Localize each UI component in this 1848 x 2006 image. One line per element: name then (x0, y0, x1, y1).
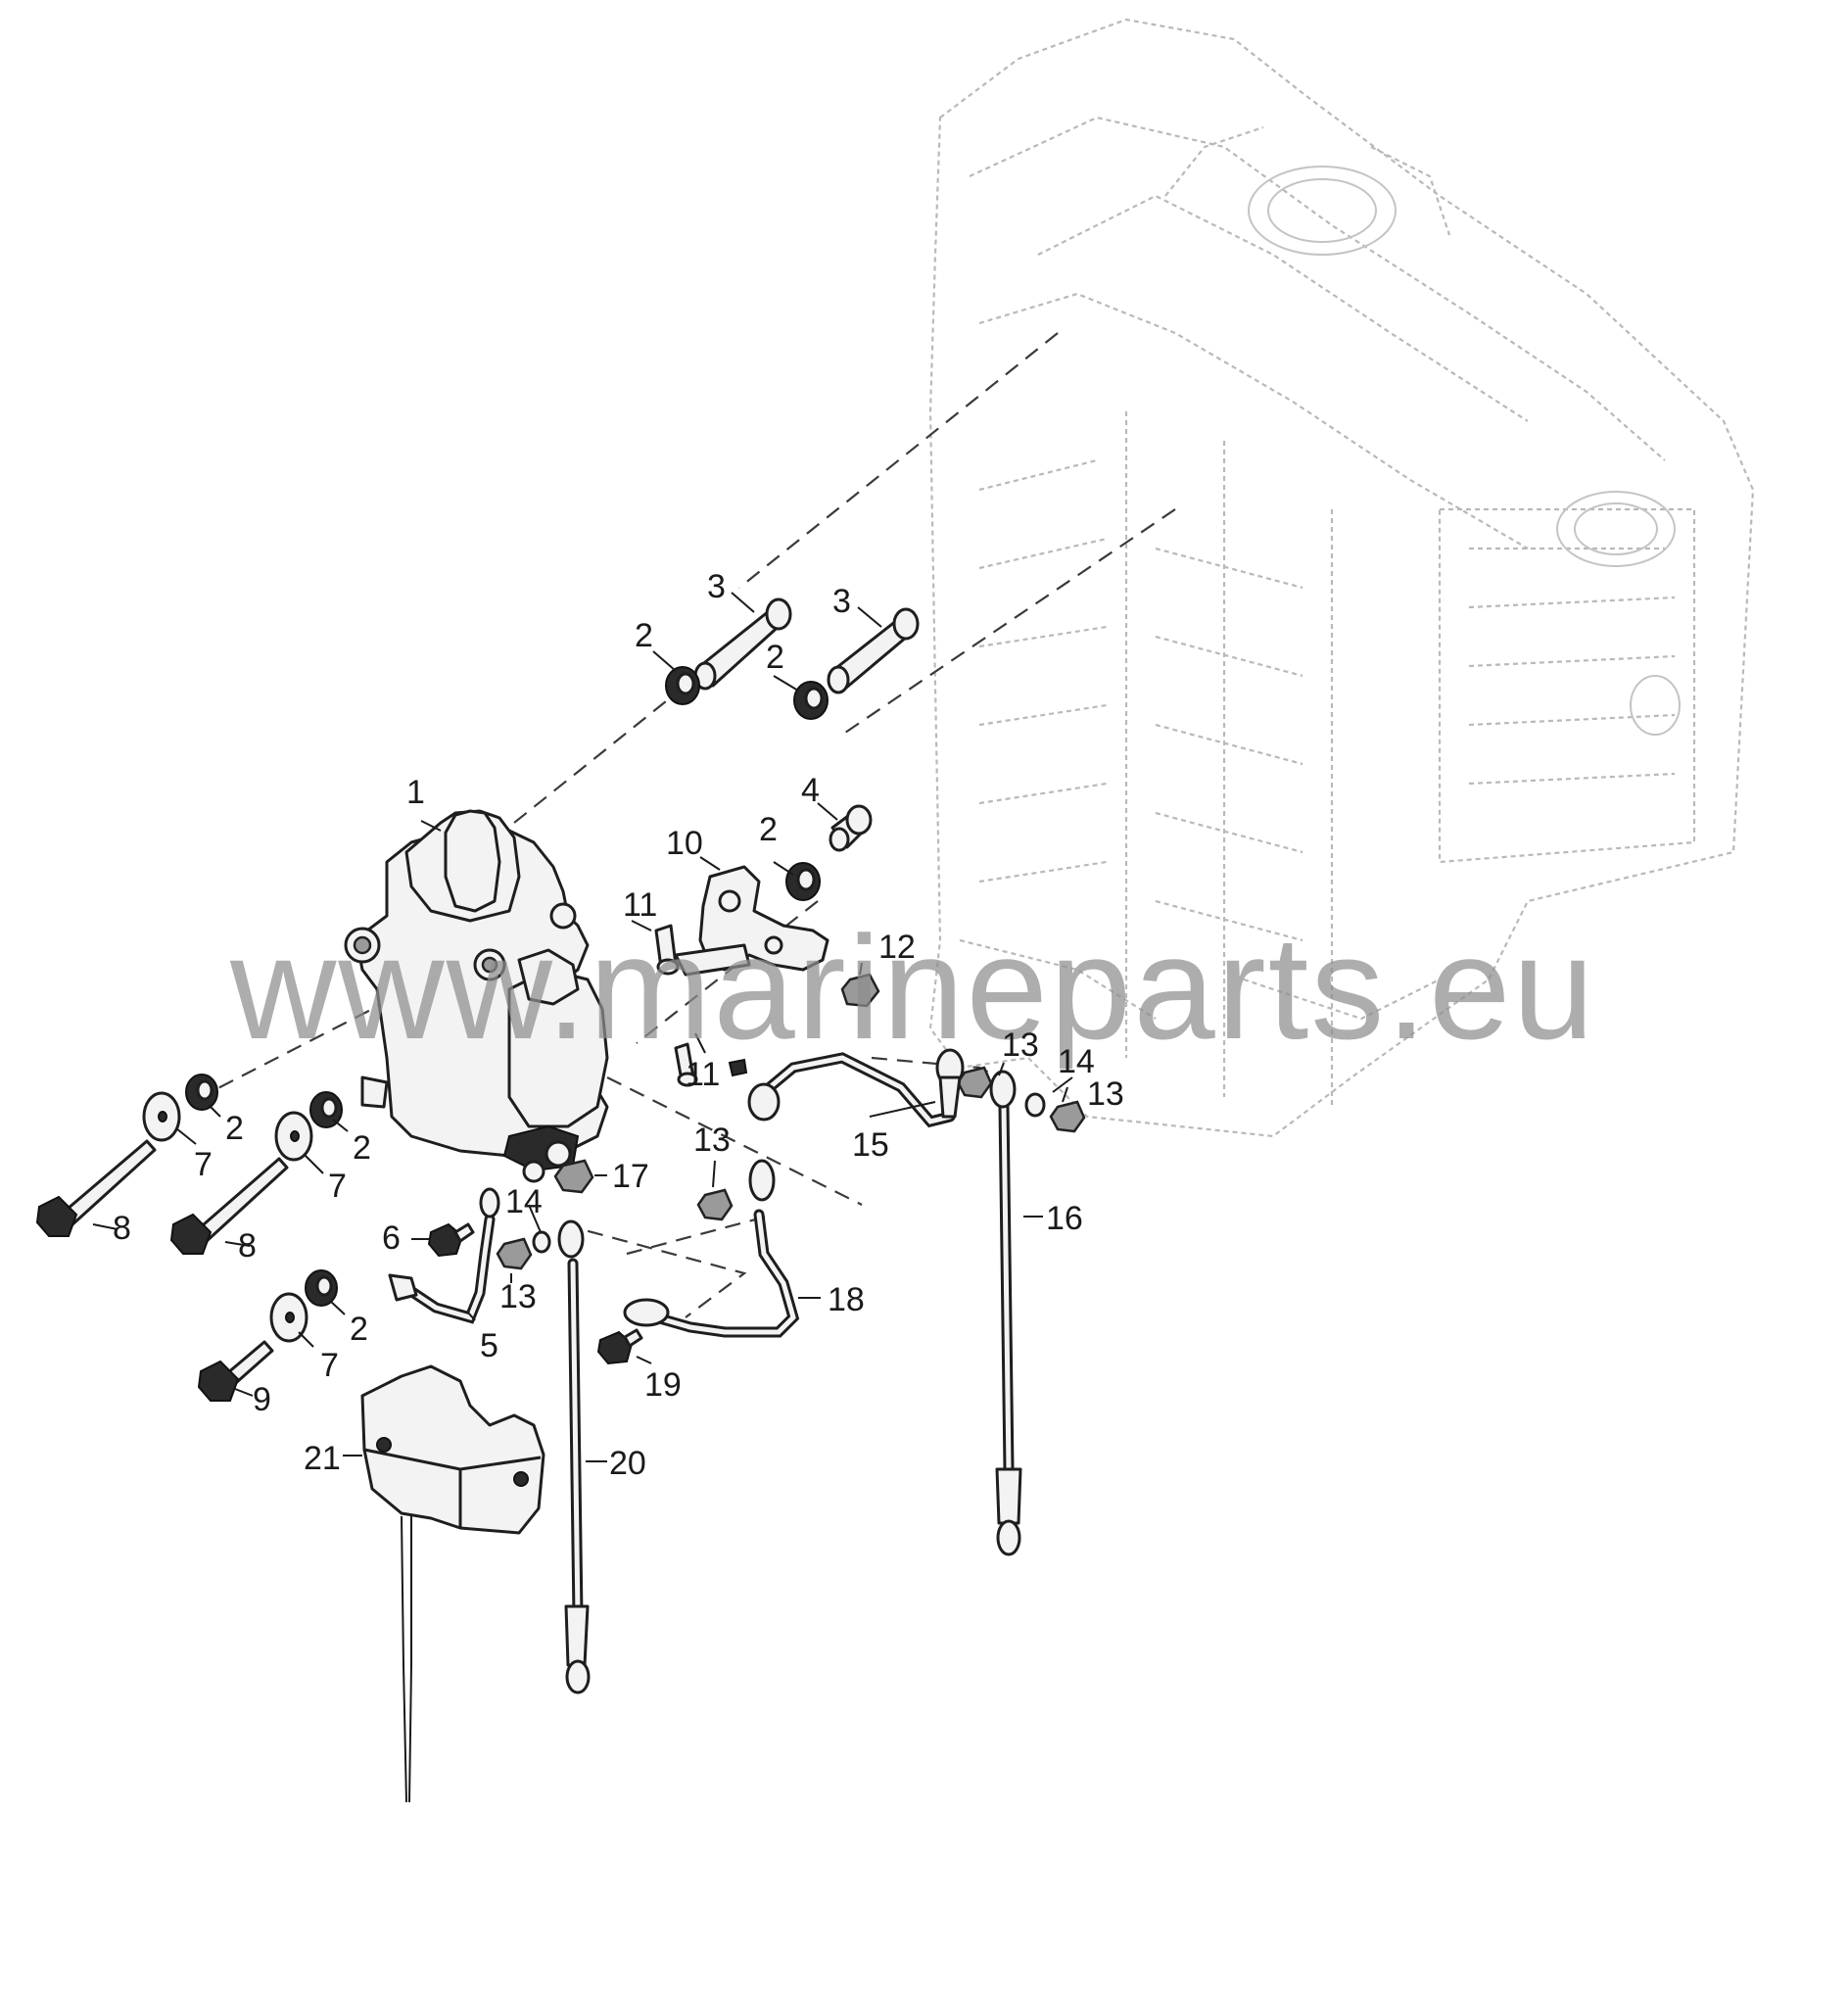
cable-15 (747, 1048, 965, 1128)
callout-part-7: 7 (328, 1168, 347, 1205)
cable-20 (557, 1219, 591, 1695)
callout-part-16: 16 (1046, 1200, 1083, 1237)
grommet-6 (305, 1269, 338, 1307)
sleeve-short (829, 804, 873, 852)
callout-part-14: 14 (1058, 1043, 1095, 1080)
nut-17 (553, 1159, 594, 1194)
callout-part-18: 18 (828, 1281, 865, 1318)
callout-numbers: 1 2 2 2 2 2 2 3 3 4 5 6 7 7 7 8 8 9 10 1… (113, 568, 1124, 1482)
screw-19 (596, 1328, 643, 1365)
nut-13-c (696, 1188, 734, 1221)
washer-3 (269, 1292, 308, 1343)
washer-2 (274, 1111, 313, 1162)
washer-1 (142, 1091, 181, 1142)
callout-part-7: 7 (194, 1146, 213, 1183)
callout-part-5: 5 (480, 1327, 498, 1364)
callout-part-2: 2 (225, 1110, 244, 1147)
sleeve-upper-left (693, 597, 792, 691)
screw-11-lower (674, 1042, 698, 1087)
washer-14-b (532, 1230, 551, 1254)
grommet-3 (785, 862, 821, 901)
callout-part-13: 13 (1087, 1075, 1124, 1113)
nut-12 (840, 973, 880, 1008)
callout-part-13: 13 (499, 1278, 537, 1315)
callout-part-2: 2 (766, 639, 784, 676)
cable-18 (623, 1159, 800, 1338)
grommet-2 (793, 681, 829, 720)
callout-part-2: 2 (353, 1129, 371, 1167)
callout-part-19: 19 (644, 1366, 682, 1404)
callout-leaders (92, 592, 1073, 1462)
callout-part-4: 4 (801, 772, 820, 809)
callout-part-11: 11 (623, 886, 657, 924)
screw-11-upper (654, 924, 680, 976)
callout-part-2: 2 (350, 1311, 368, 1348)
grommet-4 (185, 1074, 218, 1111)
grommet-1 (665, 666, 700, 705)
nut-13-b (1049, 1100, 1086, 1133)
callout-part-3: 3 (832, 583, 851, 620)
callout-part-17: 17 (612, 1158, 649, 1195)
callout-part-8: 8 (113, 1210, 131, 1247)
bolt-short (197, 1340, 274, 1402)
starter-motor (344, 809, 609, 1183)
starter-cover (360, 1364, 545, 1803)
callout-part-13: 13 (693, 1122, 731, 1159)
screw-6 (427, 1222, 475, 1258)
screw-11-small (728, 1058, 748, 1077)
callout-part-14: 14 (505, 1183, 543, 1220)
callout-part-8: 8 (238, 1227, 257, 1265)
bolt-long-2 (169, 1157, 289, 1255)
nut-13-d (496, 1237, 533, 1270)
grommet-5 (309, 1091, 343, 1128)
callout-part-21: 21 (304, 1440, 341, 1477)
callout-part-9: 9 (253, 1381, 271, 1418)
cable-5 (388, 1187, 500, 1324)
callout-part-13: 13 (1002, 1027, 1039, 1064)
callout-part-6: 6 (382, 1219, 401, 1257)
mounting-bracket (674, 865, 829, 977)
washer-14-a (1024, 1092, 1046, 1118)
callout-part-2: 2 (635, 617, 653, 654)
callout-part-10: 10 (666, 825, 703, 862)
callout-part-7: 7 (320, 1347, 339, 1384)
callout-part-3: 3 (707, 568, 726, 605)
callout-part-15: 15 (852, 1126, 889, 1164)
bolt-long-1 (35, 1139, 157, 1237)
sleeve-upper-right (827, 607, 920, 694)
cable-16 (989, 1070, 1022, 1556)
callout-part-20: 20 (609, 1445, 646, 1482)
callout-part-12: 12 (878, 929, 916, 966)
engine-block-outline (928, 18, 1755, 1138)
callout-part-11: 11 (686, 1056, 720, 1093)
callout-part-1: 1 (406, 774, 425, 811)
watermark-text: www.marineparts.eu (229, 905, 1596, 1070)
callout-part-2: 2 (759, 811, 778, 848)
assembly-guide-lines (200, 332, 1176, 1318)
